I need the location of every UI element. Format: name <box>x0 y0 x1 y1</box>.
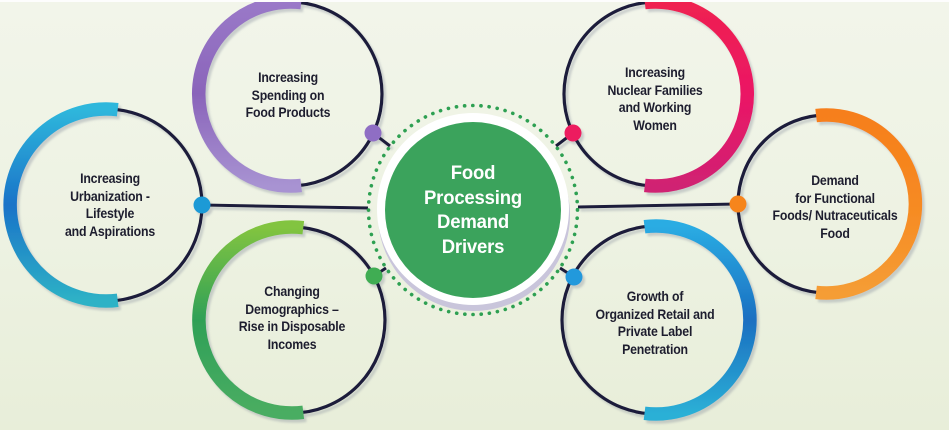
node-arc-organized-retail <box>643 219 757 421</box>
label-line: Growth of <box>626 288 684 304</box>
node-arc-functional-foods <box>815 108 923 300</box>
label-line: Foods/ Nutraceuticals <box>772 207 898 223</box>
connector-dot-organized-retail <box>565 268 583 286</box>
label-line: Lifestyle <box>85 205 135 221</box>
label-line: Increasing <box>625 64 685 80</box>
label-line: Urbanization - <box>70 187 150 204</box>
label-line: Changing <box>264 283 320 299</box>
label-line: Nuclear Families <box>607 81 703 98</box>
label-line: Women <box>633 116 677 133</box>
label-line: Rise in Disposable <box>238 318 346 334</box>
connector-line-left <box>201 203 369 210</box>
connector-dot-demographics <box>365 267 383 285</box>
label-line: Increasing <box>258 68 318 85</box>
label-line: Organized Retail and <box>595 305 715 322</box>
connector-dot-functional-foods <box>729 195 747 213</box>
connector-dot-urbanization <box>193 196 211 214</box>
center-title-line: Processing <box>424 186 522 209</box>
node-label-nuclear-families: Increasing Nuclear Families and Working … <box>607 64 702 134</box>
label-line: Penetration <box>622 340 688 357</box>
connector-dot-nuclear-families <box>564 124 582 142</box>
center-title-line: Demand <box>437 211 509 233</box>
node-arc-nuclear-families <box>644 2 754 193</box>
node-label-organized-retail: Growth of Organized Retail and Private L… <box>595 288 714 358</box>
label-line: and Working <box>618 99 692 115</box>
label-line: Food <box>820 224 850 241</box>
node-arc-demographics <box>192 220 305 420</box>
center-title: Food Processing Demand Drivers <box>424 161 522 259</box>
center-title-line: Food <box>450 162 496 184</box>
connector-dot-spending <box>364 124 382 142</box>
connector-line-right <box>577 202 739 209</box>
label-line: and Aspirations <box>64 222 156 239</box>
node-label-demographics: Changing Demographics – Rise in Disposab… <box>238 283 346 353</box>
center-title-line: Drivers <box>441 235 505 258</box>
label-line: Increasing <box>80 170 140 186</box>
label-line: Food Products <box>245 103 331 120</box>
label-line: Demographics – <box>245 300 339 317</box>
label-line: for Functional <box>795 189 875 206</box>
center-circle <box>385 122 561 298</box>
label-line: Spending on <box>251 86 325 103</box>
center-dotted-ring <box>366 103 580 317</box>
node-label-functional-foods: Demand for Functional Foods/ Nutraceutic… <box>772 172 897 242</box>
label-line: Incomes <box>267 335 317 352</box>
node-arc-spending <box>192 2 302 193</box>
node-label-urbanization: Increasing Urbanization - Lifestyle and … <box>65 170 155 240</box>
label-line: Private Label <box>617 323 693 339</box>
node-arc-urbanization <box>3 102 119 308</box>
label-line: Demand <box>811 172 859 188</box>
node-label-spending: Increasing Spending on Food Products <box>246 69 331 122</box>
